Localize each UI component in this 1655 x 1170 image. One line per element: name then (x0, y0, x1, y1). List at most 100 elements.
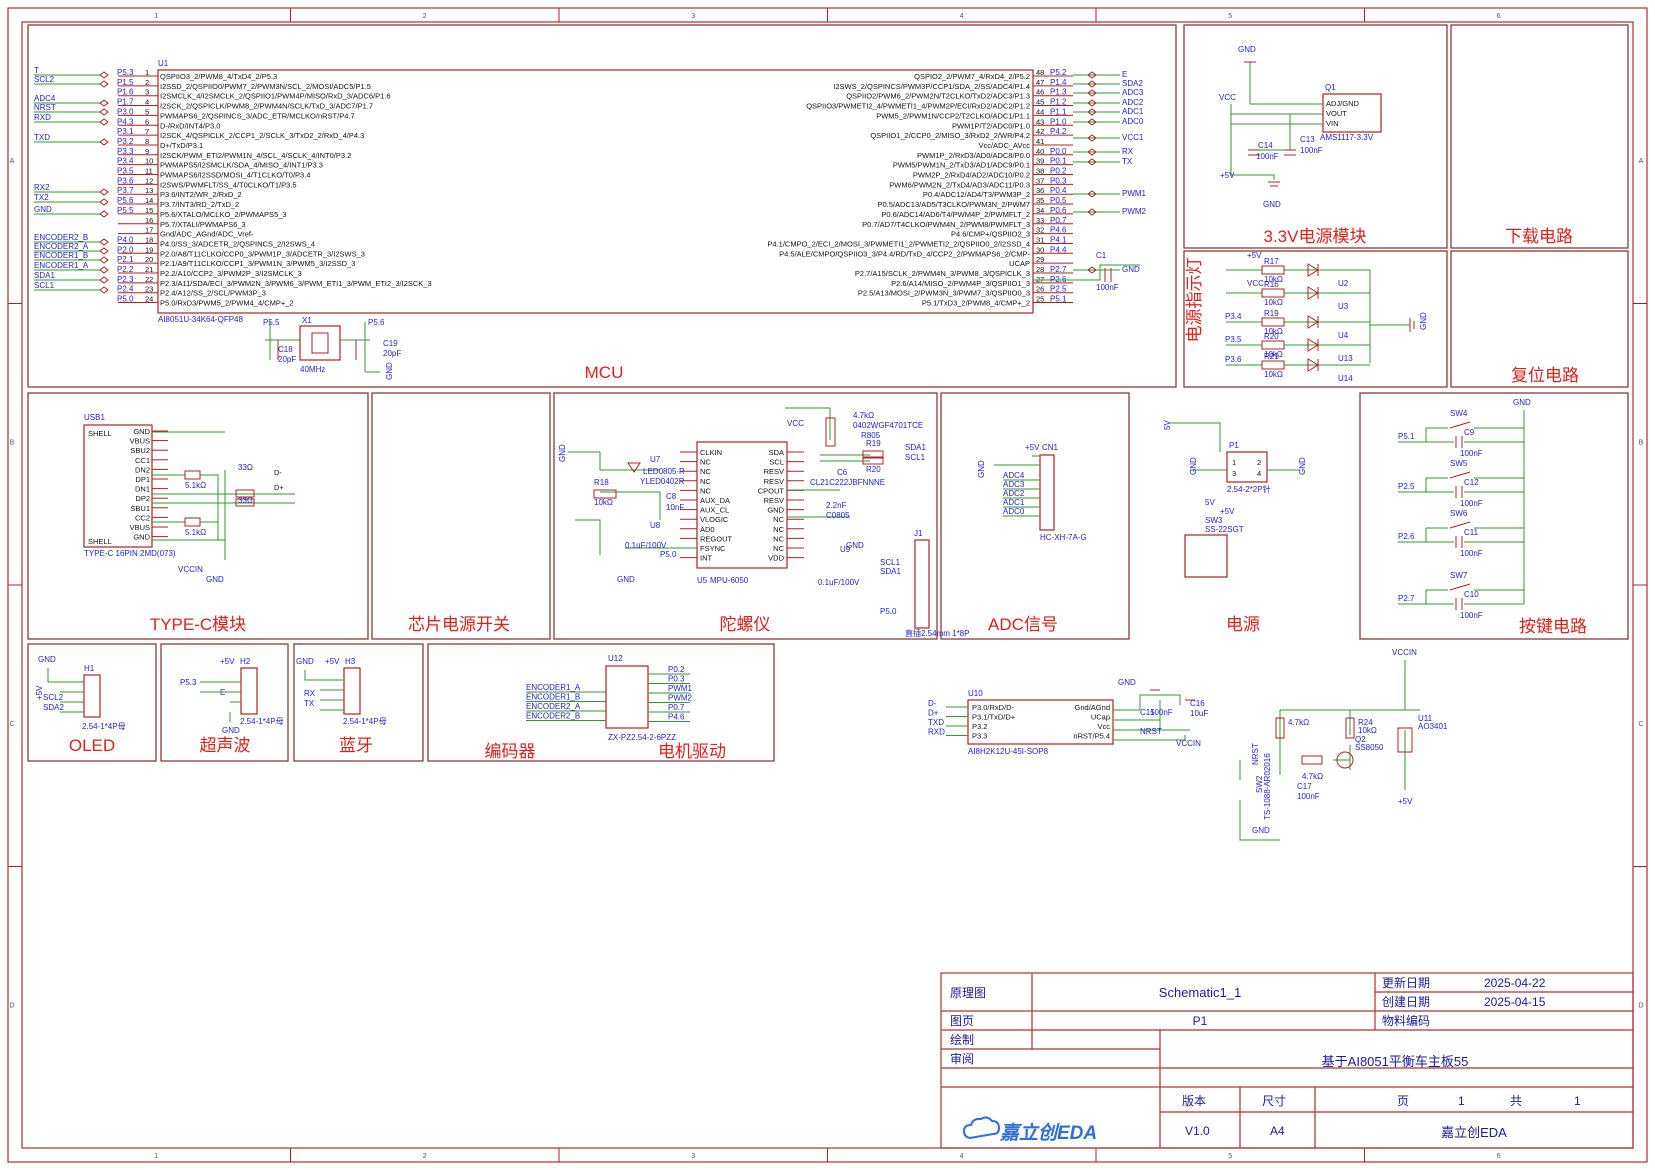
net-port-symbol (1087, 99, 1097, 107)
net-port-symbol (99, 138, 109, 146)
mcu-pin-net: P5.2 (1050, 68, 1067, 77)
u7-yled: YLED0402R (640, 477, 685, 486)
u10-net: D- (928, 699, 937, 708)
mcu-pin-number: 8 (145, 137, 149, 146)
mcu-pin-function: P5.0/RxD3/PWM5_2/PWM4_4/CMP+_2 (160, 299, 294, 308)
reset-r2 (1301, 755, 1323, 765)
led-resistor-ref: R19 (1264, 309, 1279, 318)
c1-value: 100nF (1096, 283, 1119, 292)
mcu-pin-function: P5.7/XTALI/PWMAPS6_3 (160, 220, 246, 229)
encoder-net-left: ENCODER1_B (526, 693, 580, 702)
gyro-vcc: VCC (787, 419, 804, 428)
gyro-pin-left-label: CLKIN (700, 448, 722, 457)
mcu-pin-number: 37 (1036, 176, 1044, 185)
mcu-pin-number: 2 (145, 78, 149, 87)
gyro-pin-left-label: VLOGIC (700, 515, 729, 524)
gyro-wires (568, 407, 870, 555)
gyro-pin-left-label: FSYNC (700, 544, 726, 553)
led-gnd: GND (1419, 312, 1428, 330)
r24-ref: R24 (1358, 718, 1373, 727)
mcu-pin-number: 11 (145, 167, 153, 176)
tb-version-value: V1.0 (1185, 1124, 1210, 1138)
crystal-element (311, 332, 329, 354)
mcu-net-label: TX (1122, 157, 1133, 166)
c16-ref: C16 (1190, 699, 1205, 708)
encoder-net-left: ENCODER1_A (526, 683, 581, 692)
led-resistor (1261, 317, 1285, 327)
adc-net-label: ADC3 (1003, 480, 1025, 489)
svg-text:2: 2 (1257, 458, 1261, 467)
key-cap-value: 100nF (1460, 499, 1483, 508)
led-vcc: VCC (1247, 279, 1264, 288)
c15-value: 100nF (1150, 708, 1173, 717)
reset-nrst: NRST (1251, 743, 1260, 765)
typec-pin-label: DN2 (135, 465, 150, 474)
mcu-net-label: ADC2 (1122, 98, 1144, 107)
mcu-pin-function: PWM2P_2/RxD4/AD2/ADC10/P0.2 (913, 171, 1030, 180)
mcu-pin-function: I2SCK/PWM_ETI2/PWM1N_4/SCL_4/SCLK_4/INT0… (160, 151, 351, 160)
mcu-pin-function: P0.5/ADC13/AD5/T3CLKO/PWM3N_2/PWM7 (877, 200, 1030, 209)
mcu-pin-net: P2.7 (1050, 265, 1067, 274)
mcu-pin-number: 23 (145, 285, 153, 294)
jlc-logo: 嘉立创EDA (962, 1116, 1097, 1144)
mcu-pin-net: P5.6 (117, 196, 134, 205)
border-column-label: 1 (154, 1153, 158, 1160)
keys-section: GND P5.1SW4C9100nFP2.5SW5C12100nFP2.6SW6… (1359, 392, 1629, 640)
typec-pin-label: GND (133, 427, 150, 436)
tb-page-word: 页 (1397, 1094, 1409, 1108)
border-column-label: 4 (960, 1153, 964, 1160)
border-column-label: 3 (691, 1153, 695, 1160)
key-switch-contact (1449, 521, 1471, 529)
mcu-pin-number: 16 (145, 216, 153, 225)
key-cap-value: 100nF (1460, 449, 1483, 458)
mcu-pin-function: D-/RxD/INT4/P3.0 (160, 121, 220, 130)
gyro-r-value: 4.7kΩ (853, 411, 874, 420)
mcu-pin-function: P2.2/A10/CCP2_3/PWM2P_3/I2SMCLK_3 (160, 269, 302, 278)
mcu-pin-number: 18 (145, 235, 153, 244)
gyro-pin-right-label: NC (773, 525, 784, 534)
adc-gnd: GND (977, 460, 986, 478)
mcu-title: MCU (585, 363, 624, 382)
mcu-net-label: ENCODER2_B (34, 233, 88, 242)
tb-page-num: 1 (1458, 1094, 1465, 1108)
mcu-pin-net: P2.0 (117, 245, 134, 254)
power-switch-title: 芯片电源开关 (408, 615, 510, 634)
mcu-pin-function: P2.7/A15/SCLK_2/PWM4N_3/PWM8_3/QSPICLK_3 (855, 269, 1030, 278)
c14-value: 100nF (1256, 152, 1279, 161)
oled-5v: +5V (35, 685, 44, 700)
mcu-pin-number: 1 (145, 68, 149, 77)
gyro-pin-right-label: RESV (764, 467, 784, 476)
key-cap-value: 100nF (1460, 549, 1483, 558)
mcu-pin-net: P0.3 (1050, 176, 1067, 185)
gyro-pin-left-label: NC (700, 486, 711, 495)
mcu-pin-net: P2.6 (1050, 275, 1067, 284)
typec-pin-label: DN1 (135, 485, 150, 494)
crystal-body (299, 325, 341, 361)
sw3-part: SS-22SGT (1205, 525, 1244, 534)
c18-ref: C18 (278, 345, 293, 354)
mcu-net-label: ENCODER1_B (34, 251, 88, 260)
mcu-pin-number: 48 (1036, 68, 1044, 77)
encoder-net-right: PWM1 (668, 684, 693, 693)
mcu-pin-net: P4.4 (1050, 245, 1067, 254)
net-port-symbol (99, 238, 109, 246)
tb-board-title: 基于AI8051平衡车主板55 (1322, 1054, 1469, 1069)
reset-vccin: VCCIN (1392, 648, 1417, 657)
mcu-designator: U1 (158, 59, 169, 68)
r24-value: 10kΩ (1358, 726, 1377, 735)
p1-ref: P1 (1229, 441, 1239, 450)
bluetooth-tx: TX (304, 699, 315, 708)
gyro-title: 陀螺仪 (720, 615, 771, 634)
tb-size-value: A4 (1270, 1124, 1285, 1138)
h3-part: 2.54-1*4P母 (343, 717, 387, 726)
mcu-pin-number: 30 (1036, 245, 1044, 254)
bluetooth-5v: +5V (325, 657, 340, 666)
h3-ref: H3 (345, 657, 356, 666)
gyro-pin-right-label: NC (773, 544, 784, 553)
border-column-label: 6 (1497, 13, 1501, 20)
bluetooth-rx: RX (304, 689, 316, 698)
u10-pin-left: P3.2 (972, 722, 987, 731)
key-cap-value: 100nF (1460, 611, 1483, 620)
